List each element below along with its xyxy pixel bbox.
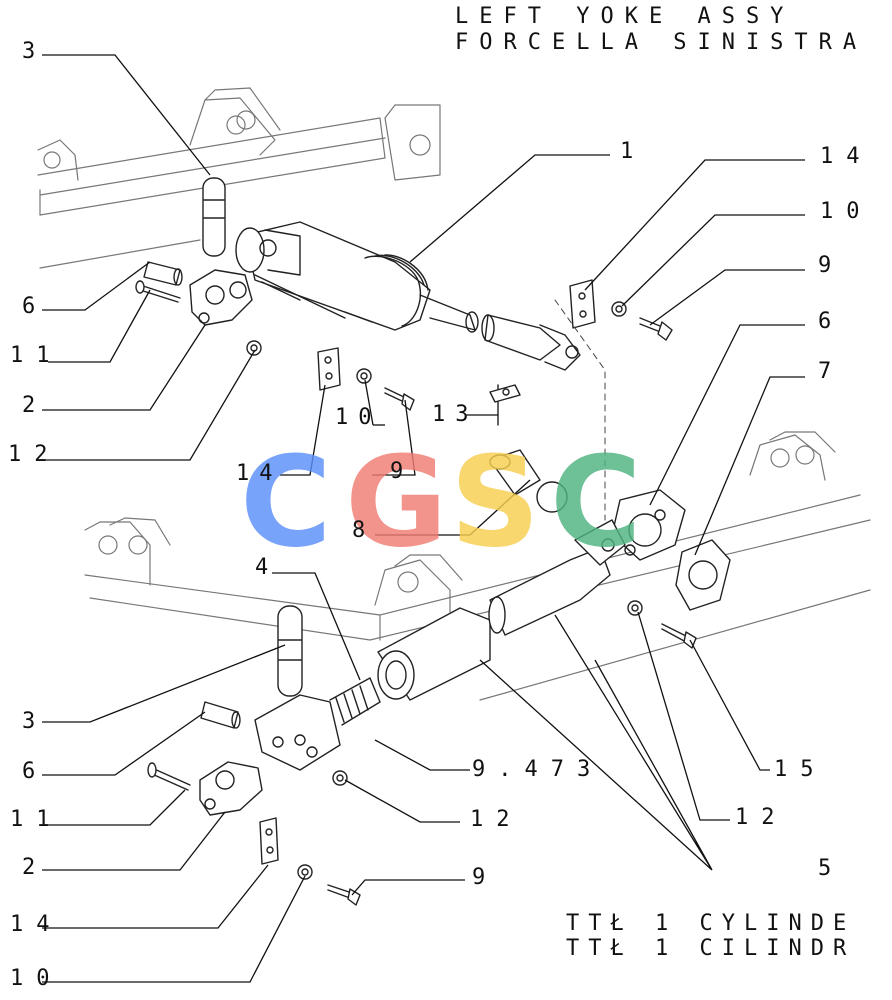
pin-part-3-lower (277, 605, 303, 697)
watermark-letter-1: C (240, 430, 332, 575)
cylinder-body-part-1 (235, 221, 581, 371)
callout-9-mid: 9 (390, 459, 403, 484)
callout-3-upper: 3 (22, 39, 45, 64)
leader-lines (40, 54, 805, 983)
callout-14-lower: 14 (10, 912, 63, 937)
upper-frame-beam (37, 87, 441, 269)
footer-line-english: TTŁ 1 CYLINDE (566, 911, 856, 936)
plate-part-14-lower (259, 817, 279, 865)
callout-3-lower: 3 (22, 709, 35, 734)
plate-part-14-mid (317, 347, 341, 391)
callout-6-upper: 6 (22, 294, 35, 319)
ball-joint-part-8 (489, 449, 568, 513)
bolt-part-9-lower (327, 884, 361, 906)
clamp-part-2-lower (199, 761, 263, 816)
bolt-part-9-upper (639, 317, 673, 341)
tube-part-5 (377, 519, 626, 701)
callout-1: 1 (620, 139, 643, 164)
callout-10-upper: 10 (820, 199, 873, 224)
bolt-part-11-lower (147, 762, 191, 791)
callout-12-lower: 12 (470, 807, 523, 832)
callout-labels: 3 1 14 10 9 6 11 6 7 2 12 10 13 9 14 8 4… (8, 39, 873, 991)
callout-13: 13 (432, 402, 479, 427)
callout-15: 15 (774, 757, 827, 782)
title-english: LEFT YOKE ASSY (455, 4, 795, 29)
clamp-part-2-upper (189, 269, 253, 326)
callout-9-lower: 9 (472, 865, 485, 890)
plate-part-14-upper (569, 279, 596, 329)
callout-9-473: 9.473 (472, 757, 603, 782)
watermark-logo: C G S C (240, 430, 642, 575)
bolt-part-9-mid (384, 387, 415, 411)
callout-8: 8 (352, 518, 365, 543)
watermark-letter-2: G (345, 430, 448, 575)
callout-12-right: 12 (735, 805, 788, 830)
callout-2-upper: 2 (22, 393, 35, 418)
callout-10-mid: 10 (335, 405, 382, 430)
bolt-part-11-upper (135, 280, 181, 303)
flange-part-7 (675, 539, 731, 611)
pin-part-6-upper (143, 261, 183, 286)
callout-9-upper: 9 (818, 253, 831, 278)
title-italian: FORCELLA SINISTRA (455, 30, 868, 55)
footer-line-italian: TTŁ 1 CILINDR (566, 936, 856, 961)
fitting-part-13 (489, 384, 521, 426)
callout-11-upper: 11 (10, 343, 63, 368)
callout-6-right: 6 (818, 309, 831, 334)
callout-5: 5 (818, 856, 831, 881)
nut-part-10-lower (297, 864, 313, 880)
threaded-yoke-part-4 (254, 677, 381, 771)
callout-7: 7 (818, 359, 831, 384)
callout-14-mid: 14 (236, 461, 283, 486)
nut-part-12-mid (627, 600, 643, 616)
callout-11-lower: 11 (10, 807, 63, 832)
callout-12-upper: 12 (8, 442, 61, 467)
callout-4: 4 (255, 555, 268, 580)
watermark-letter-4: C (550, 430, 642, 575)
watermark-letter-3: S (450, 430, 540, 575)
pin-part-3-upper (202, 177, 226, 257)
pin-part-6-lower (200, 701, 241, 729)
nut-part-10-mid (356, 368, 372, 384)
callout-2-lower: 2 (22, 855, 35, 880)
nut-part-12-lower (332, 770, 348, 786)
callout-14-upper: 14 (820, 144, 873, 169)
callout-10-lower: 10 (10, 966, 63, 991)
callout-6-lower: 6 (22, 759, 35, 784)
